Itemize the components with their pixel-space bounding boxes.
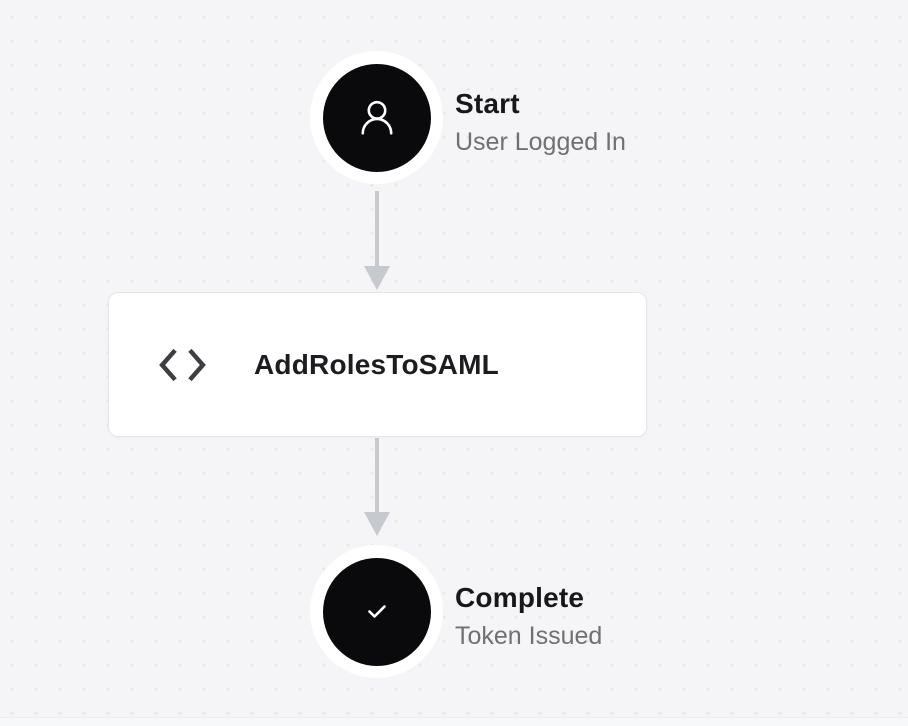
task-node[interactable]: AddRolesToSAML xyxy=(108,292,647,437)
connector-start-to-task xyxy=(375,191,379,268)
start-node[interactable] xyxy=(310,51,443,184)
connector-arrowhead-icon xyxy=(364,512,390,536)
start-node-subtitle: User Logged In xyxy=(455,128,626,156)
connector-task-to-complete xyxy=(375,438,379,514)
user-icon xyxy=(353,94,401,142)
connector-arrowhead-icon xyxy=(364,266,390,290)
complete-node-title: Complete xyxy=(455,582,585,613)
complete-node-subtitle: Token Issued xyxy=(455,622,603,650)
complete-node-label: Complete Token Issued xyxy=(455,578,602,655)
code-icon xyxy=(159,347,206,383)
check-icon xyxy=(365,600,389,624)
canvas-bottom-edge xyxy=(0,717,908,726)
start-node-circle xyxy=(322,63,431,172)
start-node-title: Start xyxy=(455,88,520,119)
start-node-label: Start User Logged In xyxy=(455,84,626,161)
task-node-label: AddRolesToSAML xyxy=(254,348,499,380)
complete-node[interactable] xyxy=(310,545,443,678)
complete-node-circle xyxy=(322,557,431,666)
